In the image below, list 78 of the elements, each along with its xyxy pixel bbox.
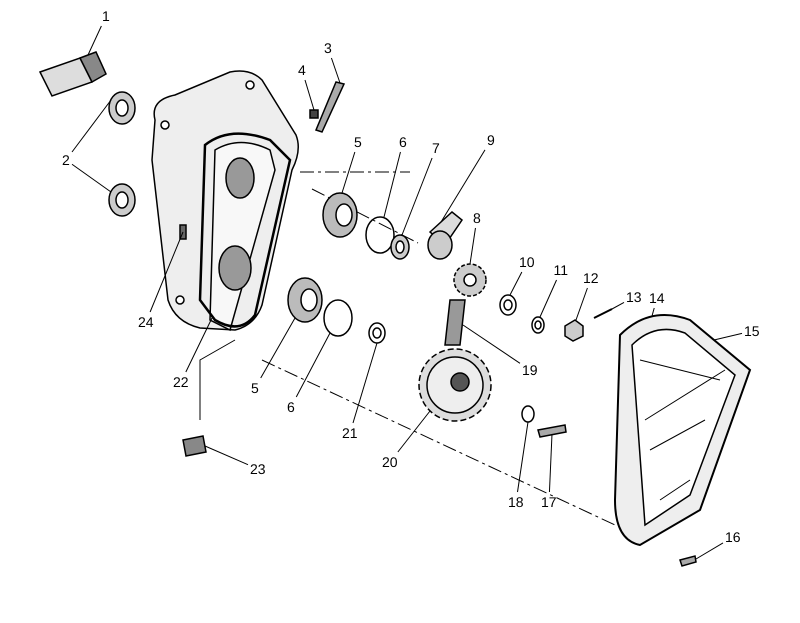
tensioner-arm-drawing (427, 211, 464, 260)
leader-line (402, 158, 433, 236)
chain-drawing (444, 299, 466, 346)
leader-line (397, 410, 430, 452)
leader-line (204, 446, 248, 466)
leader-line (150, 232, 184, 312)
leader-line (296, 332, 330, 398)
gasket-drawing (198, 132, 292, 328)
leader-line (352, 342, 378, 424)
leader-line (384, 152, 401, 218)
gear-drawing (418, 348, 492, 422)
callout-number: 18 (508, 494, 524, 510)
screw-drawing (679, 555, 697, 567)
shaft-drawing (38, 51, 107, 97)
callout-number: 10 (519, 254, 535, 270)
bolt-drawing (537, 424, 567, 438)
callout-number: 6 (399, 134, 407, 150)
bearing-drawing (322, 192, 358, 238)
leader-line (88, 26, 102, 56)
leader-line (714, 332, 742, 340)
callout-number: 19 (522, 362, 538, 378)
leader-line (304, 80, 314, 110)
leader-line (540, 280, 558, 318)
seal-ring-drawing (390, 234, 410, 260)
washer-drawing (368, 322, 386, 344)
callout-number: 1 (102, 8, 110, 24)
callout-number: 23 (250, 461, 266, 477)
callout-number: 3 (324, 40, 332, 56)
callout-number: 11 (554, 262, 568, 278)
leader-line (517, 422, 528, 492)
bearing-drawing (287, 277, 323, 323)
callout-number: 6 (287, 399, 295, 415)
callout-number: 16 (725, 529, 741, 545)
nut-drawing (564, 319, 584, 342)
bolt-drawing (315, 81, 346, 133)
callout-number: 4 (298, 62, 306, 78)
callout-number: 9 (487, 132, 495, 148)
callout-number: 21 (342, 425, 358, 441)
callout-number: 5 (354, 134, 362, 150)
callout-number: 14 (649, 290, 665, 306)
leader-line (612, 302, 624, 310)
leader-line (72, 164, 112, 192)
pin-drawing (594, 308, 612, 319)
leader-line (576, 288, 588, 320)
leader-line (548, 434, 552, 492)
seal-drawing (108, 91, 136, 125)
callout-number: 13 (626, 289, 642, 305)
leader-line (260, 318, 296, 378)
leader-line (652, 308, 655, 316)
dowel-pin-drawing (179, 224, 187, 240)
callout-number: 7 (432, 140, 440, 156)
nut-drawing (309, 109, 319, 119)
leader-line (330, 58, 340, 84)
washer-drawing (531, 316, 545, 334)
seal-drawing (108, 183, 136, 217)
callout-number: 5 (251, 380, 259, 396)
sprocket-drawing (453, 263, 487, 297)
washer-drawing (521, 405, 535, 423)
o-ring-drawing (365, 216, 395, 254)
leader-line (342, 152, 356, 194)
leader-line (696, 542, 724, 560)
callout-number: 8 (473, 210, 481, 226)
callout-number: 20 (382, 454, 398, 470)
callout-number: 22 (173, 374, 189, 390)
leader-line (440, 149, 486, 222)
leader-line (185, 318, 212, 372)
o-ring-drawing (323, 299, 353, 337)
callout-number: 12 (583, 270, 599, 286)
leader-line (510, 272, 522, 296)
callout-number: 17 (541, 494, 557, 510)
leader-line (462, 324, 520, 364)
callout-number: 15 (744, 323, 760, 339)
callout-number: 2 (62, 152, 70, 168)
drain-plug-drawing (182, 435, 207, 457)
callout-number: 24 (138, 314, 154, 330)
leader-line (470, 228, 476, 264)
leader-line (72, 100, 112, 152)
washer-drawing (499, 294, 517, 316)
